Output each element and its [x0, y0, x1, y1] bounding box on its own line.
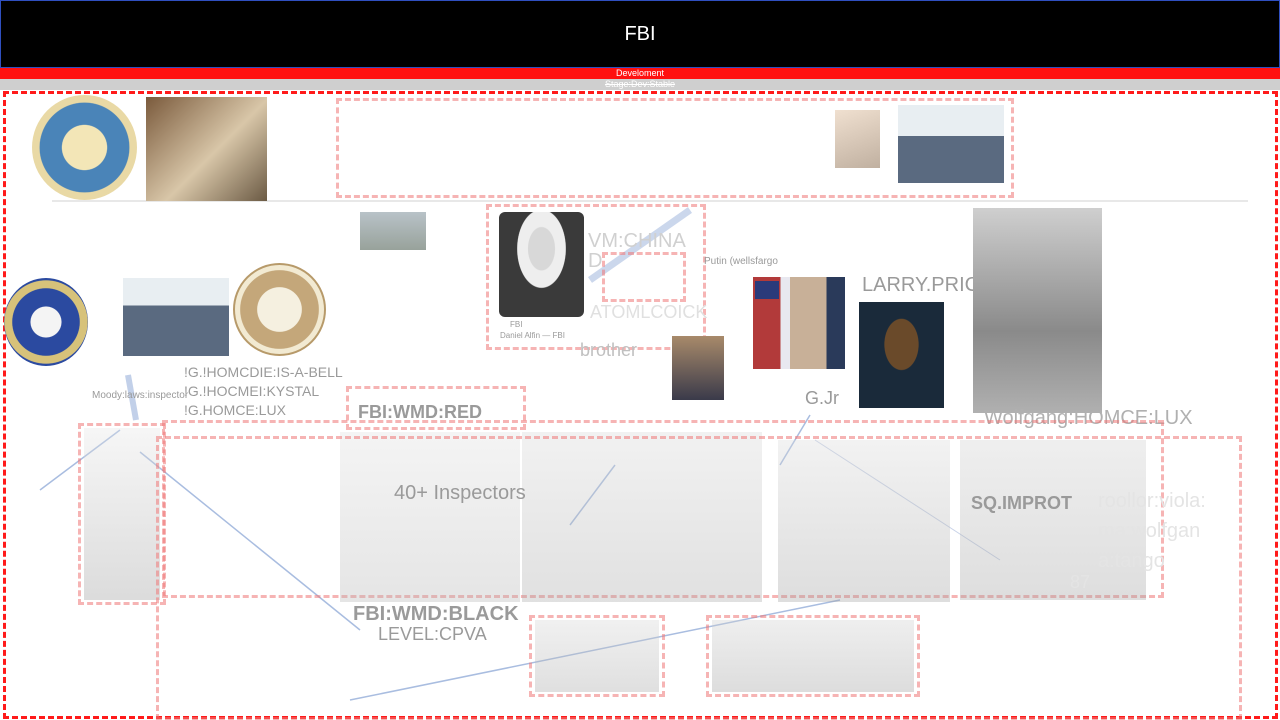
banner-dashed-box: [336, 98, 1014, 198]
officer-photo-top: [146, 97, 267, 201]
group-photo-1: [340, 432, 520, 602]
title-bar: FBI: [0, 0, 1280, 68]
label-d: D: [588, 250, 603, 272]
president-photo: [753, 277, 845, 369]
building-photo-small: [360, 212, 426, 250]
status-bar-stage: Stage:Dev:Stable: [0, 79, 1280, 90]
bottom-photo-2: [712, 620, 914, 692]
label-moody: Moody:laws:inspector: [92, 390, 189, 401]
label-homcdie: !G.!HOMCDIE:IS-A-BELL: [184, 364, 343, 380]
portrait-photo-small: [672, 336, 724, 400]
wmd-red-header-box: [346, 386, 526, 430]
group-photo-2: [522, 432, 762, 602]
label-level-cpva: LEVEL:CPVA: [378, 624, 487, 644]
label-g-jr: G.Jr: [805, 388, 839, 408]
suspect-dashed-box: [486, 204, 706, 350]
officers-pair-photo: [123, 278, 229, 356]
label-sq-improt: SQ.IMPROT: [971, 493, 1073, 513]
label-wolfgan: ma:wolfgan: [1098, 520, 1201, 542]
status-bar-development: Develoment: [0, 68, 1280, 79]
label-hocmei: !G.!HOCMEI:KYSTAL: [184, 383, 320, 399]
label-vm-china: VM:CHINA: [588, 230, 686, 252]
label-fbi-wmd-red: FBI:WMD:RED: [358, 402, 482, 422]
tarrant-county-seal-icon: [233, 263, 326, 356]
label-number: 87: [1070, 572, 1091, 592]
daniel-alfin-photo: [499, 212, 584, 317]
bottom-photo-box-1: [529, 615, 665, 697]
group-photo-3: [778, 440, 950, 602]
wmd-red-group-box: [162, 420, 1164, 598]
street-scene-photo: [973, 208, 1102, 413]
photo-caption-fbi: FBI: [510, 320, 523, 329]
police-officer-photo: [859, 302, 944, 408]
label-brother: brother: [580, 340, 638, 360]
label-larry-price: LARRY.PRICE: [862, 274, 993, 296]
inner-dashed-box: [602, 252, 686, 302]
bottom-photo-box-2: [706, 615, 920, 697]
label-wolfgang: Wolfgang:HOMCE:LUX: [984, 407, 1193, 429]
wmd-black-group-box: [156, 436, 1242, 720]
label-tango: a:tango: [1098, 550, 1165, 572]
label-homce-lux: !G.HOMCE:LUX: [184, 402, 286, 418]
officers-pair-photo-banner: [898, 105, 1004, 183]
label-putin: Putin (wellsfargo: [704, 256, 778, 267]
page-title: FBI: [624, 23, 656, 45]
bottom-photo-1: [535, 620, 659, 692]
california-corrections-seal-icon: [32, 95, 137, 200]
pointing-hand-photo: [835, 110, 880, 168]
standing-figure-photo: [84, 428, 160, 600]
label-fbi-wmd-black: FBI:WMD:BLACK: [353, 603, 519, 625]
label-40-inspectors: 40+ Inspectors: [394, 482, 526, 504]
label-viola: roollor:viola:: [1098, 490, 1206, 512]
group-photo-4: [960, 440, 1146, 600]
label-atomlcoick: ATOMLCOICK: [590, 302, 708, 322]
photo-caption-name: Daniel Alfin — FBI: [500, 331, 565, 340]
us-flag-icon: [755, 281, 779, 299]
fbi-seal-icon: [4, 278, 88, 366]
